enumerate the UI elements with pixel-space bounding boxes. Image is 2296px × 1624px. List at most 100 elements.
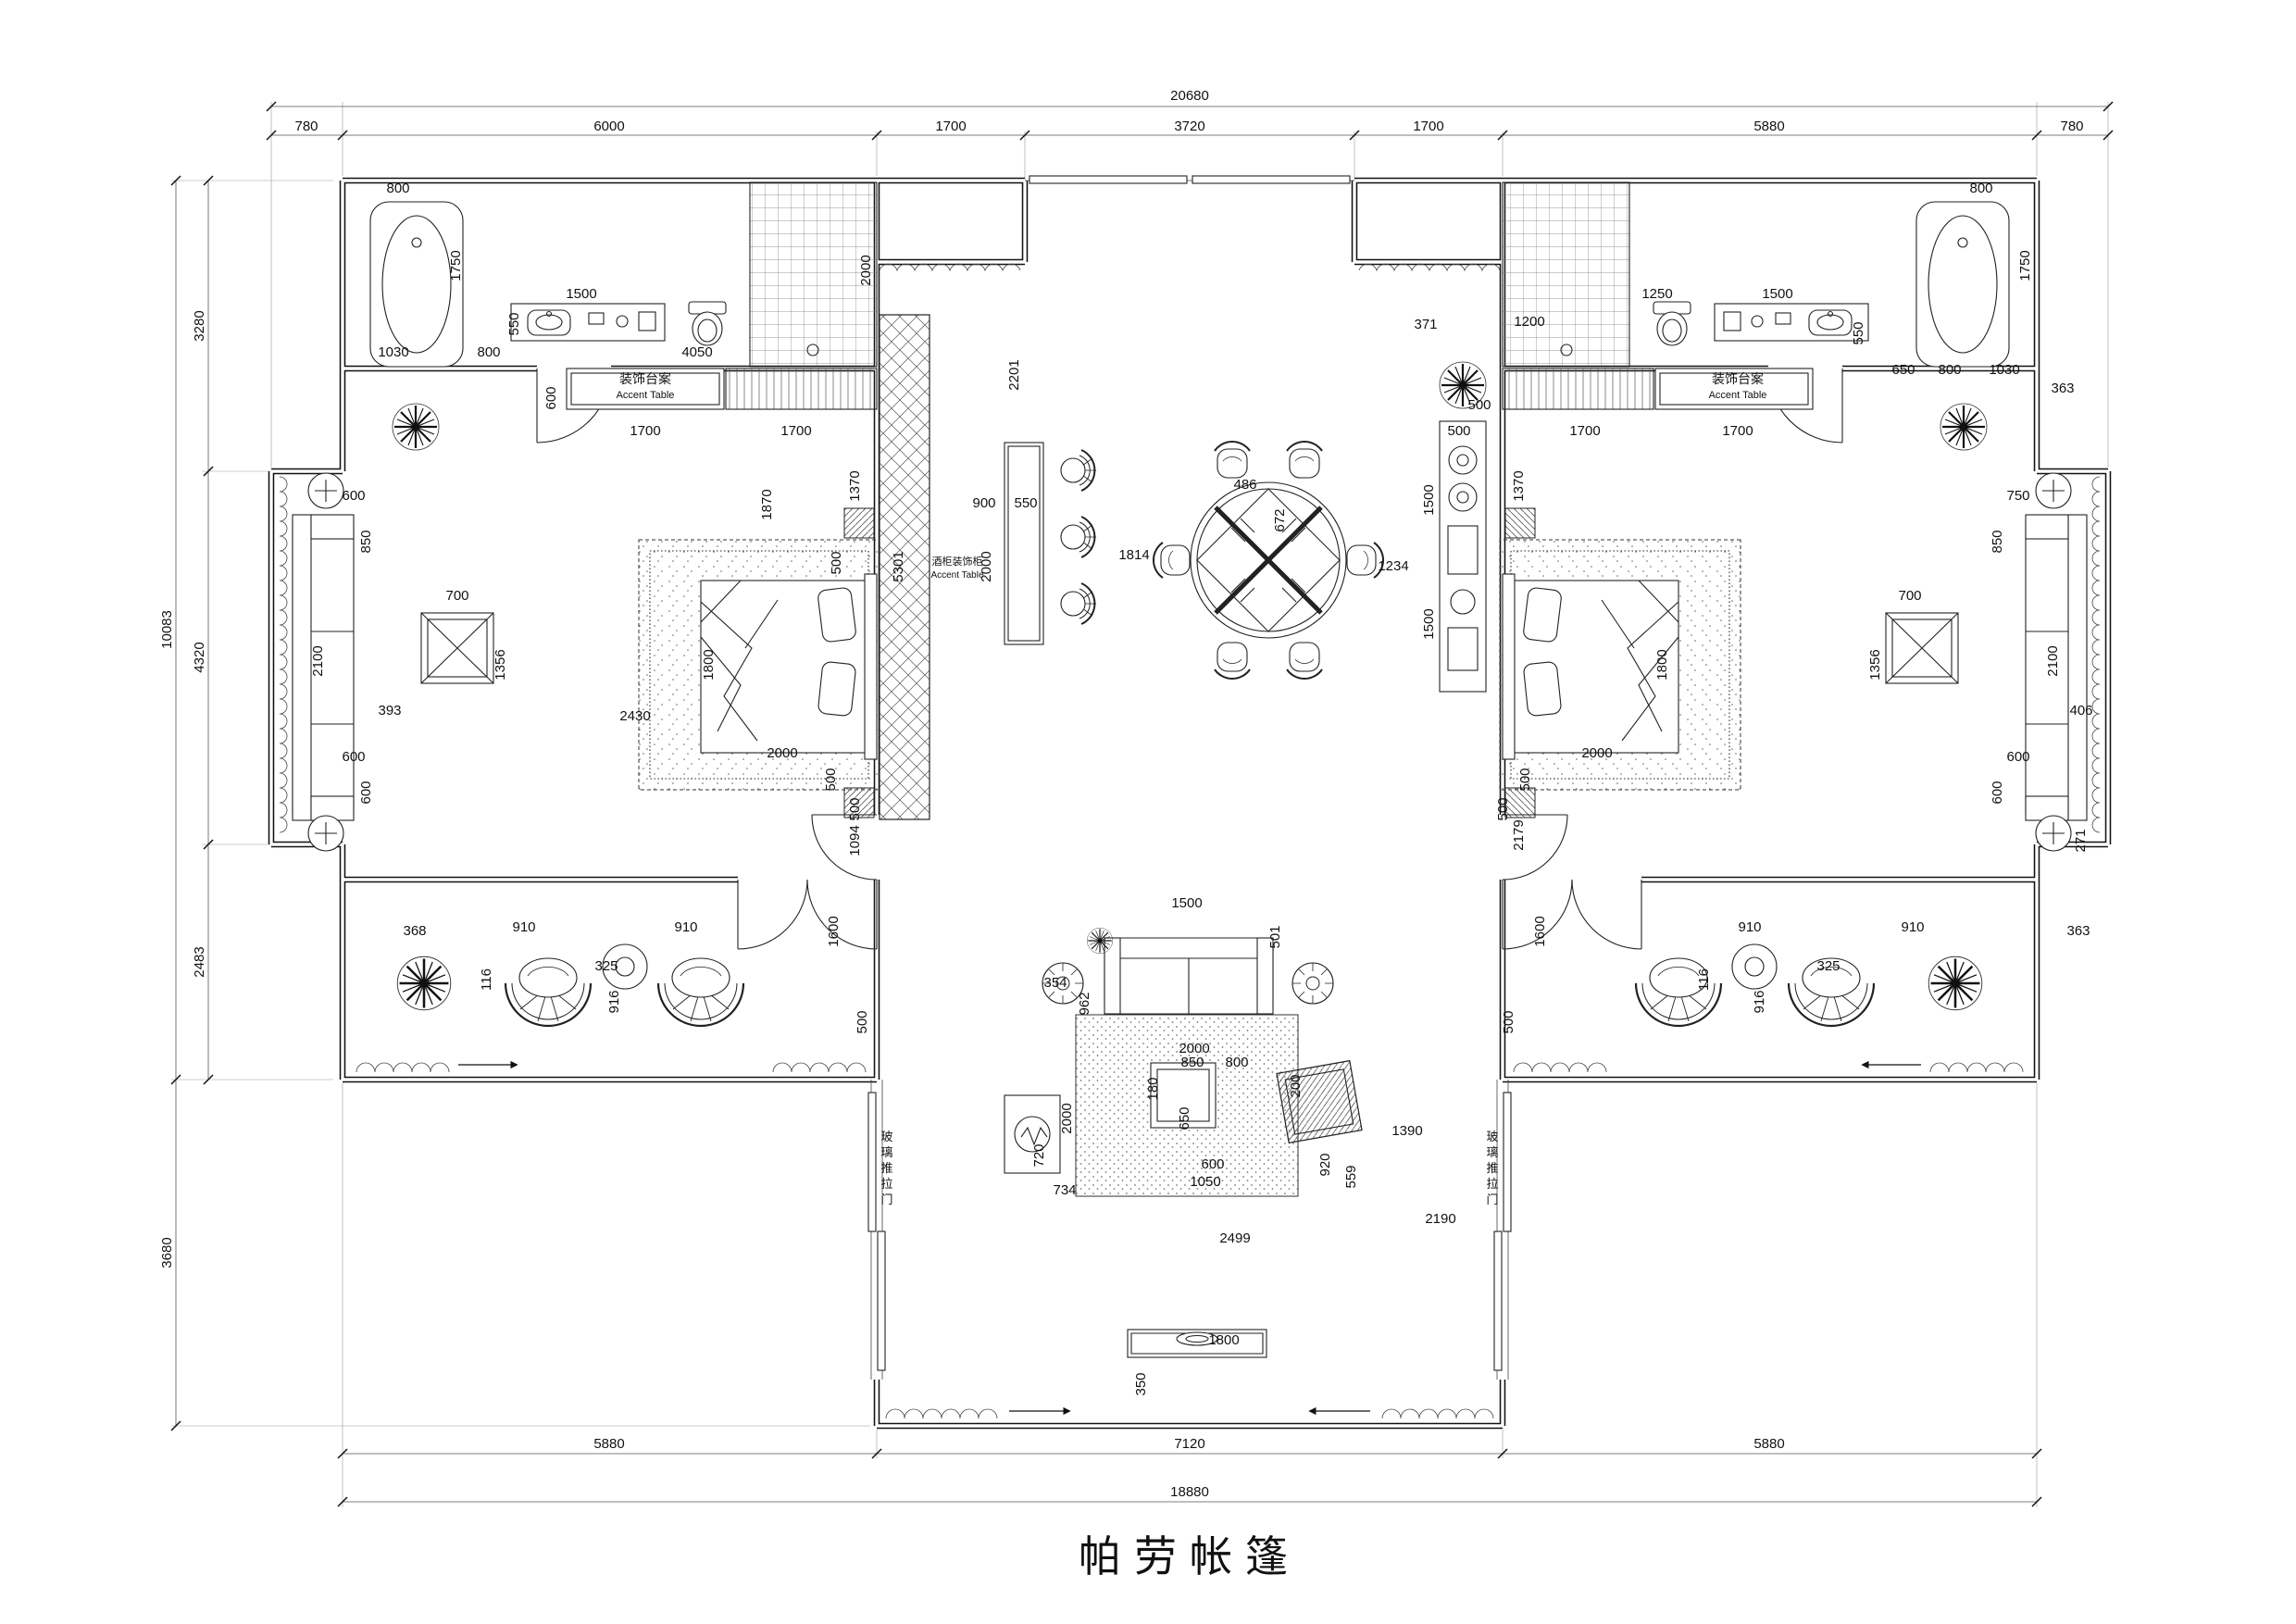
dim-text: 1234	[1378, 558, 1408, 574]
dim-text: 2100	[310, 645, 326, 676]
dim-text: 650	[1891, 362, 1915, 378]
dim-text: 271	[2073, 829, 2089, 852]
dim-text: 6000	[593, 119, 624, 134]
dim-text: 116	[479, 968, 494, 991]
dim-text: 920	[1317, 1153, 1333, 1176]
dim-text: 720	[1031, 1143, 1047, 1167]
dim-text: 2483	[192, 946, 207, 977]
dim-text: 559	[1343, 1165, 1359, 1188]
floor-lamp	[1292, 962, 1334, 1005]
dim-text: 1030	[1989, 362, 2019, 378]
dim-text: 672	[1272, 508, 1288, 531]
dim-text: 2201	[1006, 359, 1022, 390]
dim-text: 1700	[935, 119, 966, 134]
dim-text: 800	[477, 344, 500, 360]
dim-text: 734	[1053, 1182, 1076, 1198]
stool-chair	[1060, 449, 1097, 492]
dim-text: 1800	[1654, 649, 1670, 680]
stool-chair	[1060, 516, 1097, 558]
dim-text: 玻璃推拉门	[1486, 1130, 1498, 1206]
dim-text: 2000	[1581, 745, 1612, 761]
dim-text: 装饰台案	[619, 371, 671, 386]
dim-text: 500	[1467, 397, 1491, 413]
dim-text: 1250	[1641, 286, 1672, 302]
dim-text: 3680	[159, 1237, 175, 1268]
dim-text: 1870	[759, 489, 775, 519]
dim-text: 1370	[847, 470, 863, 501]
dim-text: 325	[1816, 958, 1840, 974]
dim-text: 600	[358, 781, 374, 804]
dim-text: 550	[1014, 495, 1037, 511]
dining-chair	[1214, 642, 1251, 681]
dim-text: 酒柜装饰柜	[932, 555, 983, 568]
dim-text: 2190	[1425, 1211, 1455, 1227]
dim-text: 2000	[858, 255, 874, 285]
dim-text: 180	[1145, 1077, 1161, 1100]
dim-text: 500	[847, 797, 863, 820]
dim-text: 1800	[701, 649, 717, 680]
dim-text: 2179	[1511, 819, 1527, 850]
dim-text: 20680	[1170, 88, 1209, 104]
dim-text: 910	[1738, 919, 1761, 935]
dim-text: 363	[2066, 923, 2090, 939]
dim-text: 900	[972, 495, 995, 511]
dim-text: 2000	[1179, 1041, 1209, 1056]
dim-text: 1700	[1569, 423, 1600, 439]
drawing-title: 帕劳帐篷	[1079, 1533, 1301, 1580]
dim-text: 500	[1501, 1010, 1516, 1033]
dim-text: 1030	[378, 344, 408, 360]
dim-text: 2000	[767, 745, 797, 761]
dim-text: 780	[294, 119, 318, 134]
dim-text: 916	[606, 990, 622, 1013]
dim-text: 1700	[1413, 119, 1443, 134]
dim-text: 406	[2069, 703, 2092, 718]
dining-chair	[1152, 542, 1191, 579]
dim-text: 368	[403, 923, 426, 939]
dim-text: 1700	[1722, 423, 1753, 439]
dim-text: 363	[2051, 381, 2074, 396]
dim-text: 600	[2006, 749, 2029, 765]
dining-chair	[1286, 440, 1323, 479]
dim-text: 1050	[1190, 1174, 1220, 1190]
dim-text: 501	[1267, 925, 1283, 948]
dim-text: 780	[2060, 119, 2083, 134]
dim-text: 850	[358, 530, 374, 553]
dim-text: 7120	[1174, 1436, 1204, 1452]
dim-text: 850	[1990, 530, 2005, 553]
dim-text: 1500	[1762, 286, 1792, 302]
dim-text: Accent Table	[1709, 390, 1767, 401]
dim-text: 500	[823, 768, 839, 791]
dim-text: 玻璃推拉门	[880, 1130, 892, 1206]
dim-text: 550	[506, 312, 522, 335]
dim-text: 910	[1901, 919, 1924, 935]
bar-counter	[1439, 420, 1487, 693]
dim-text: 1600	[826, 916, 842, 946]
side-table-lamp	[1004, 1094, 1061, 1174]
bottom-console	[1127, 1329, 1267, 1358]
dim-text: 4320	[192, 642, 207, 672]
dim-text: 750	[2006, 488, 2029, 504]
dim-text: 3720	[1174, 119, 1204, 134]
dim-text: 2000	[979, 551, 994, 581]
dim-text: 700	[445, 588, 468, 604]
dim-text: 5301	[891, 551, 906, 581]
dim-text: 910	[512, 919, 535, 935]
dim-text: 550	[1851, 321, 1866, 344]
dim-text: 1750	[448, 250, 464, 281]
dim-text: 325	[594, 958, 618, 974]
dim-text: 5880	[1753, 1436, 1784, 1452]
dim-text: 600	[1990, 781, 2005, 804]
dim-text: Accent Table	[617, 390, 675, 401]
dim-text: 800	[386, 181, 409, 196]
dim-text: 1370	[1511, 470, 1527, 501]
dining-chair	[1214, 440, 1251, 479]
dim-text: 1500	[566, 286, 596, 302]
dim-text: 1094	[847, 825, 863, 856]
dining-table	[1190, 481, 1347, 639]
dim-text: 910	[674, 919, 697, 935]
dim-text: 3280	[192, 310, 207, 341]
right-wing	[1190, 176, 2108, 1426]
dim-text: 1750	[2017, 250, 2033, 281]
